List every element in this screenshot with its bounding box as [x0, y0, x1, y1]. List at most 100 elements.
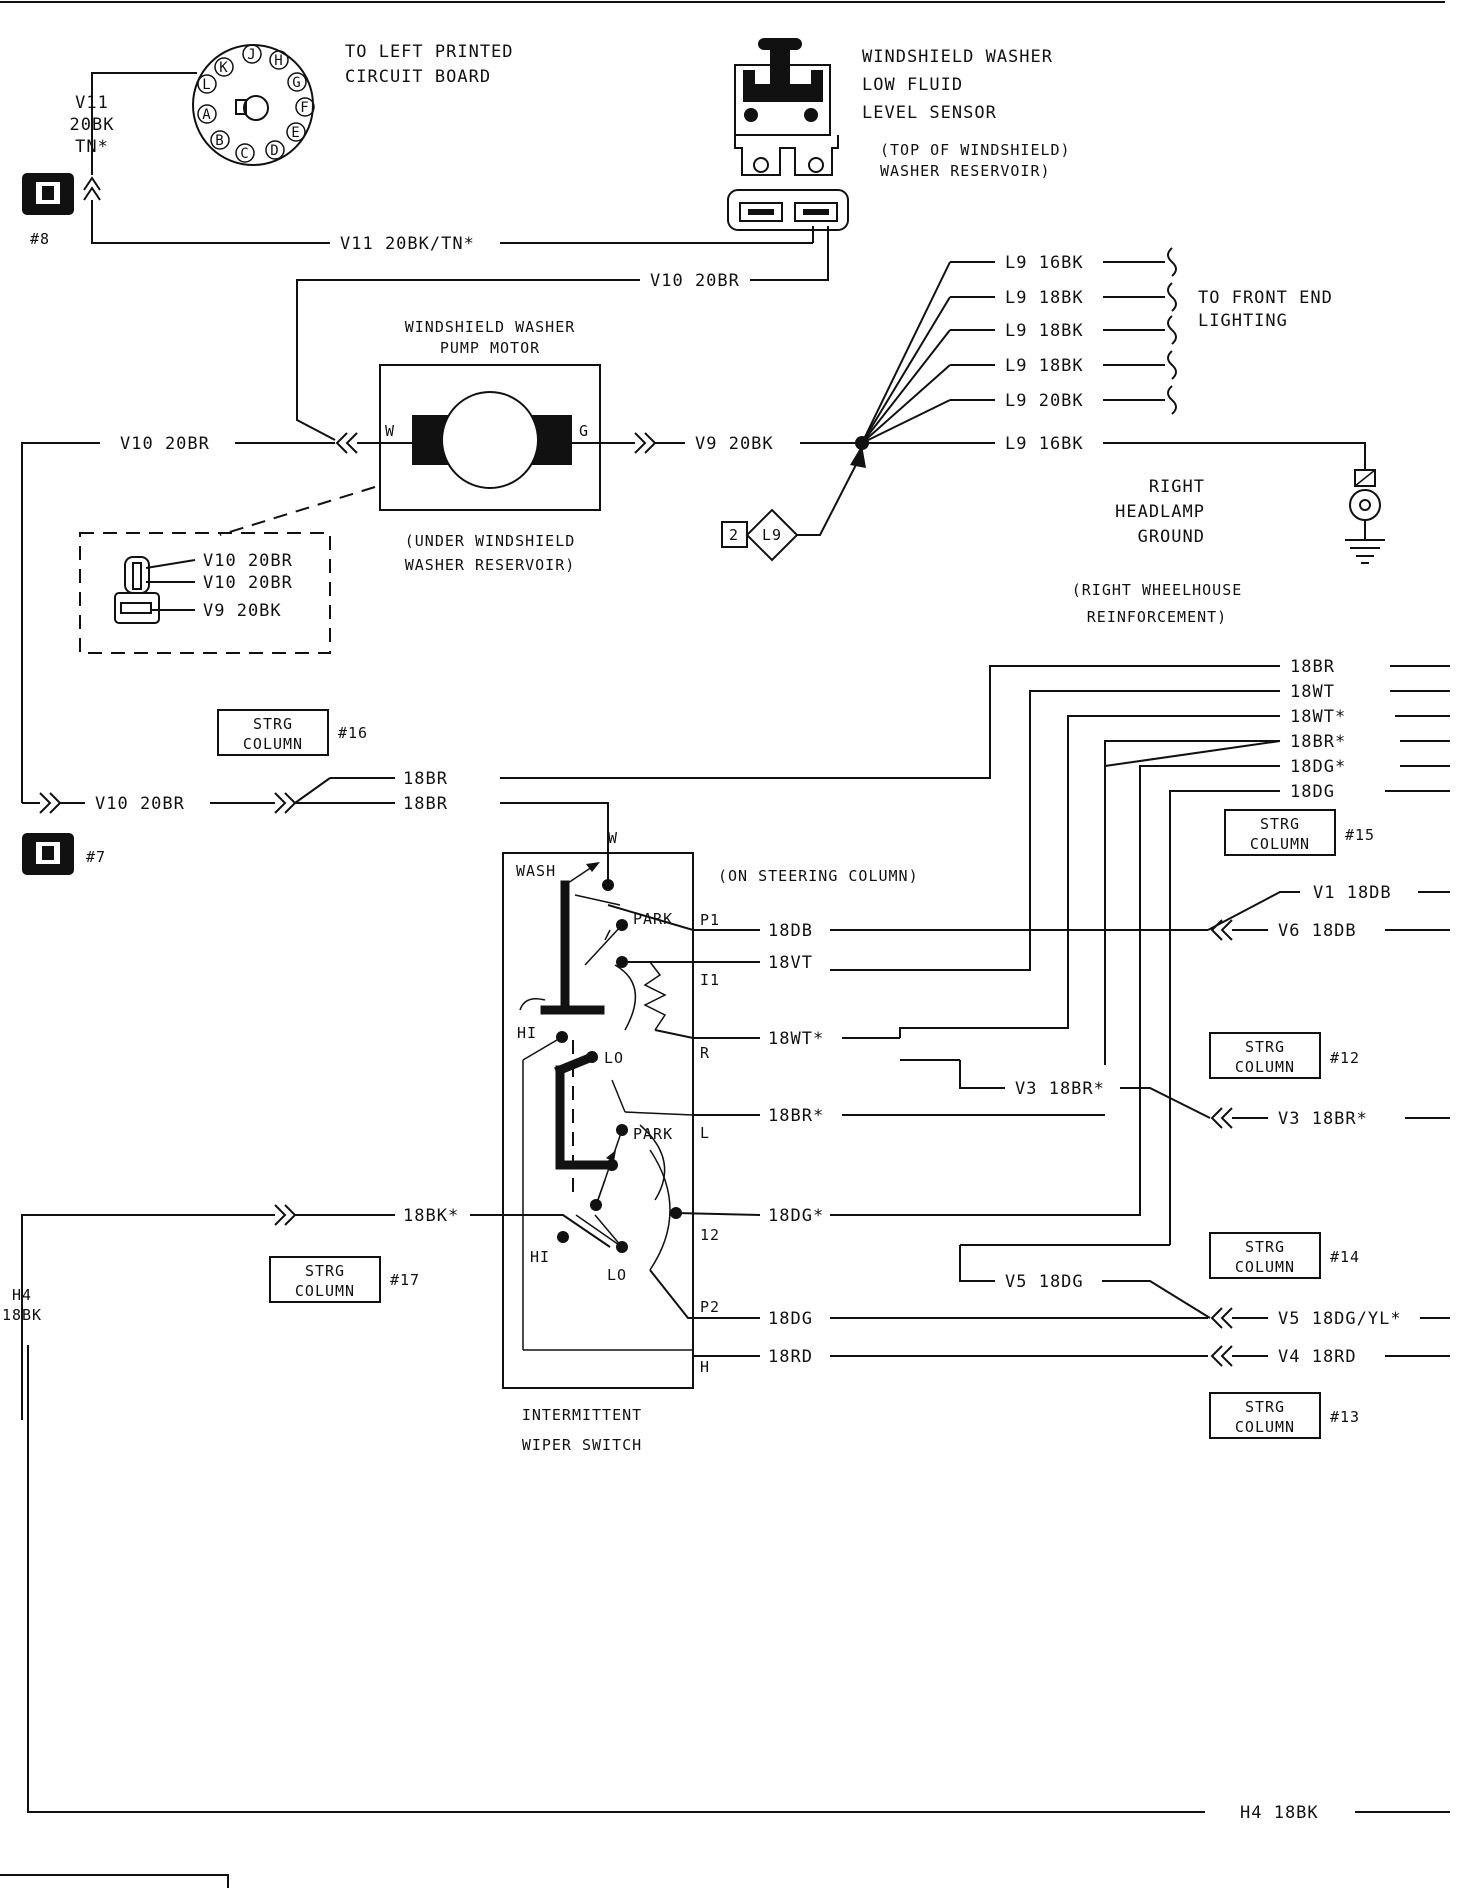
l9-wire-1: L9 16BK: [1005, 253, 1084, 273]
front-lighting-2: LIGHTING: [1198, 311, 1288, 331]
svg-text:F: F: [300, 100, 309, 116]
switch-in-18br-a: 18BR: [403, 769, 448, 789]
strg14-ref: #14: [1330, 1248, 1360, 1266]
v11-wire-top: [91, 72, 197, 175]
connector-7-ref: #7: [86, 848, 106, 866]
v9-label: V9 20BK: [695, 434, 774, 454]
l9-wire-6: L9 16BK: [1005, 434, 1084, 454]
switch-wire-h: 18RD: [768, 1347, 813, 1367]
svg-text:A: A: [202, 107, 211, 123]
ground-label-2: HEADLAMP: [1115, 502, 1205, 522]
pump-detail-wire-3: V9 20BK: [203, 601, 282, 621]
circuit-board-connector: K J H L G A F B E C D: [192, 44, 315, 166]
bus-18wt-star: 18WT*: [1290, 707, 1346, 727]
svg-text:H: H: [274, 53, 283, 69]
v10-lower-connector-a: [39, 792, 52, 814]
pump-pin-g: G: [579, 422, 589, 440]
splice-number: 2: [729, 526, 739, 544]
bus-wire-18dg: [1169, 790, 1280, 1245]
svg-text:D: D: [270, 143, 279, 159]
switch-title-2: WIPER SWITCH: [522, 1436, 642, 1454]
strg15-line2: COLUMN: [1250, 835, 1310, 853]
strg17-line1: STRG: [305, 1262, 345, 1280]
v11-label-2: 20BK: [70, 115, 115, 135]
switch-wire-p2: 18DG: [768, 1309, 813, 1329]
v10-lower-connector-b: [274, 792, 287, 814]
strg14-line1: STRG: [1245, 1238, 1285, 1256]
pump-pin-w: W: [385, 422, 395, 440]
bus-wire-18br-star: [1104, 740, 1280, 1065]
pin-J: J: [242, 44, 262, 64]
pump-connector-detail: [79, 532, 331, 654]
switch-pin-l: L: [700, 1124, 710, 1142]
switch-pin-h: H: [700, 1358, 710, 1376]
right-wire-v5-b: V5 18DG/YL*: [1278, 1309, 1402, 1329]
right-wire-v5-a: V5 18DG: [1005, 1272, 1084, 1292]
switch-wash: WASH: [516, 862, 556, 880]
strg16-line1: STRG: [253, 715, 293, 733]
splice-arrow: [850, 445, 866, 468]
svg-text:B: B: [215, 133, 224, 149]
connector-8-ref: #8: [30, 230, 50, 248]
v11-label-1: V11: [75, 93, 109, 113]
svg-text:L: L: [202, 77, 211, 93]
switch-wire-l: 18BR*: [768, 1106, 824, 1126]
switch-wire-i2: 18DG*: [768, 1206, 824, 1226]
pin-D: D: [265, 140, 285, 160]
splice-code: L9: [762, 526, 782, 544]
strg15-ref: #15: [1345, 826, 1375, 844]
strg13-line2: COLUMN: [1235, 1418, 1295, 1436]
v6-connector: [1210, 919, 1223, 941]
wiper-switch-contacts: [519, 862, 694, 1351]
right-wire-v4: V4 18RD: [1278, 1347, 1357, 1367]
strg16-line2: COLUMN: [243, 735, 303, 753]
bus-18br: 18BR: [1290, 657, 1335, 677]
v10-left-connector: [335, 432, 348, 454]
svg-text:E: E: [291, 125, 300, 141]
right-wire-v6: V6 18DB: [1278, 921, 1357, 941]
strg-column-12: [1209, 1032, 1321, 1079]
svg-text:G: G: [292, 75, 301, 91]
l9-wire-3: L9 18BK: [1005, 321, 1084, 341]
switch-title-1: INTERMITTENT: [522, 1406, 642, 1424]
bus-18dg: 18DG: [1290, 782, 1335, 802]
sensor-title-1: WINDSHIELD WASHER: [862, 47, 1053, 67]
bk-connector: [274, 1204, 287, 1226]
h4-bottom-label: H4 18BK: [1240, 1803, 1319, 1823]
strg17-ref: #17: [390, 1271, 420, 1289]
switch-pin-i1: I1: [700, 971, 720, 989]
connector-7-icon: [22, 833, 74, 875]
l9-wire-5: L9 20BK: [1005, 391, 1084, 411]
strg15-line1: STRG: [1260, 815, 1300, 833]
bus-18br-star: 18BR*: [1290, 732, 1346, 752]
pin-K: K: [214, 57, 234, 77]
board-caption-1: TO LEFT PRINTED: [345, 42, 514, 62]
svg-text:J: J: [247, 47, 256, 63]
switch-pin-p2: P2: [700, 1298, 720, 1316]
wiper-switch-body: [502, 852, 694, 1389]
sensor-location-1: (TOP OF WINDSHIELD): [880, 141, 1071, 159]
v11-connector-arrow: [83, 186, 101, 201]
bus-wire-18wt-star: [899, 715, 1280, 1038]
switch-wire-i1: 18VT: [768, 953, 813, 973]
strg-column-15: [1224, 809, 1336, 856]
pump-detail-wire-1: V10 20BR: [203, 551, 293, 571]
switch-location: (ON STEERING COLUMN): [718, 867, 919, 885]
pump-connector-detail-icon: [114, 556, 160, 624]
sensor-title-2: LOW FLUID: [862, 75, 963, 95]
fluid-level-sensor: [727, 38, 849, 231]
pin-F: F: [295, 97, 315, 117]
bus-wire-18wt: [830, 690, 1280, 971]
switch-in-18br-b: 18BR: [403, 794, 448, 814]
pin-C: C: [235, 143, 255, 163]
switch-wire-p1: 18DB: [768, 921, 813, 941]
h4-vert-1: H4: [12, 1286, 32, 1304]
connector-center-pin: [235, 95, 269, 121]
switch-pin-w: W: [608, 829, 618, 847]
pin-A: A: [197, 104, 217, 124]
switch-lo-top: LO: [604, 1049, 624, 1067]
switch-pin-p1: P1: [700, 911, 720, 929]
pump-title-2: PUMP MOTOR: [440, 339, 540, 357]
ground-label-3: GROUND: [1138, 527, 1205, 547]
